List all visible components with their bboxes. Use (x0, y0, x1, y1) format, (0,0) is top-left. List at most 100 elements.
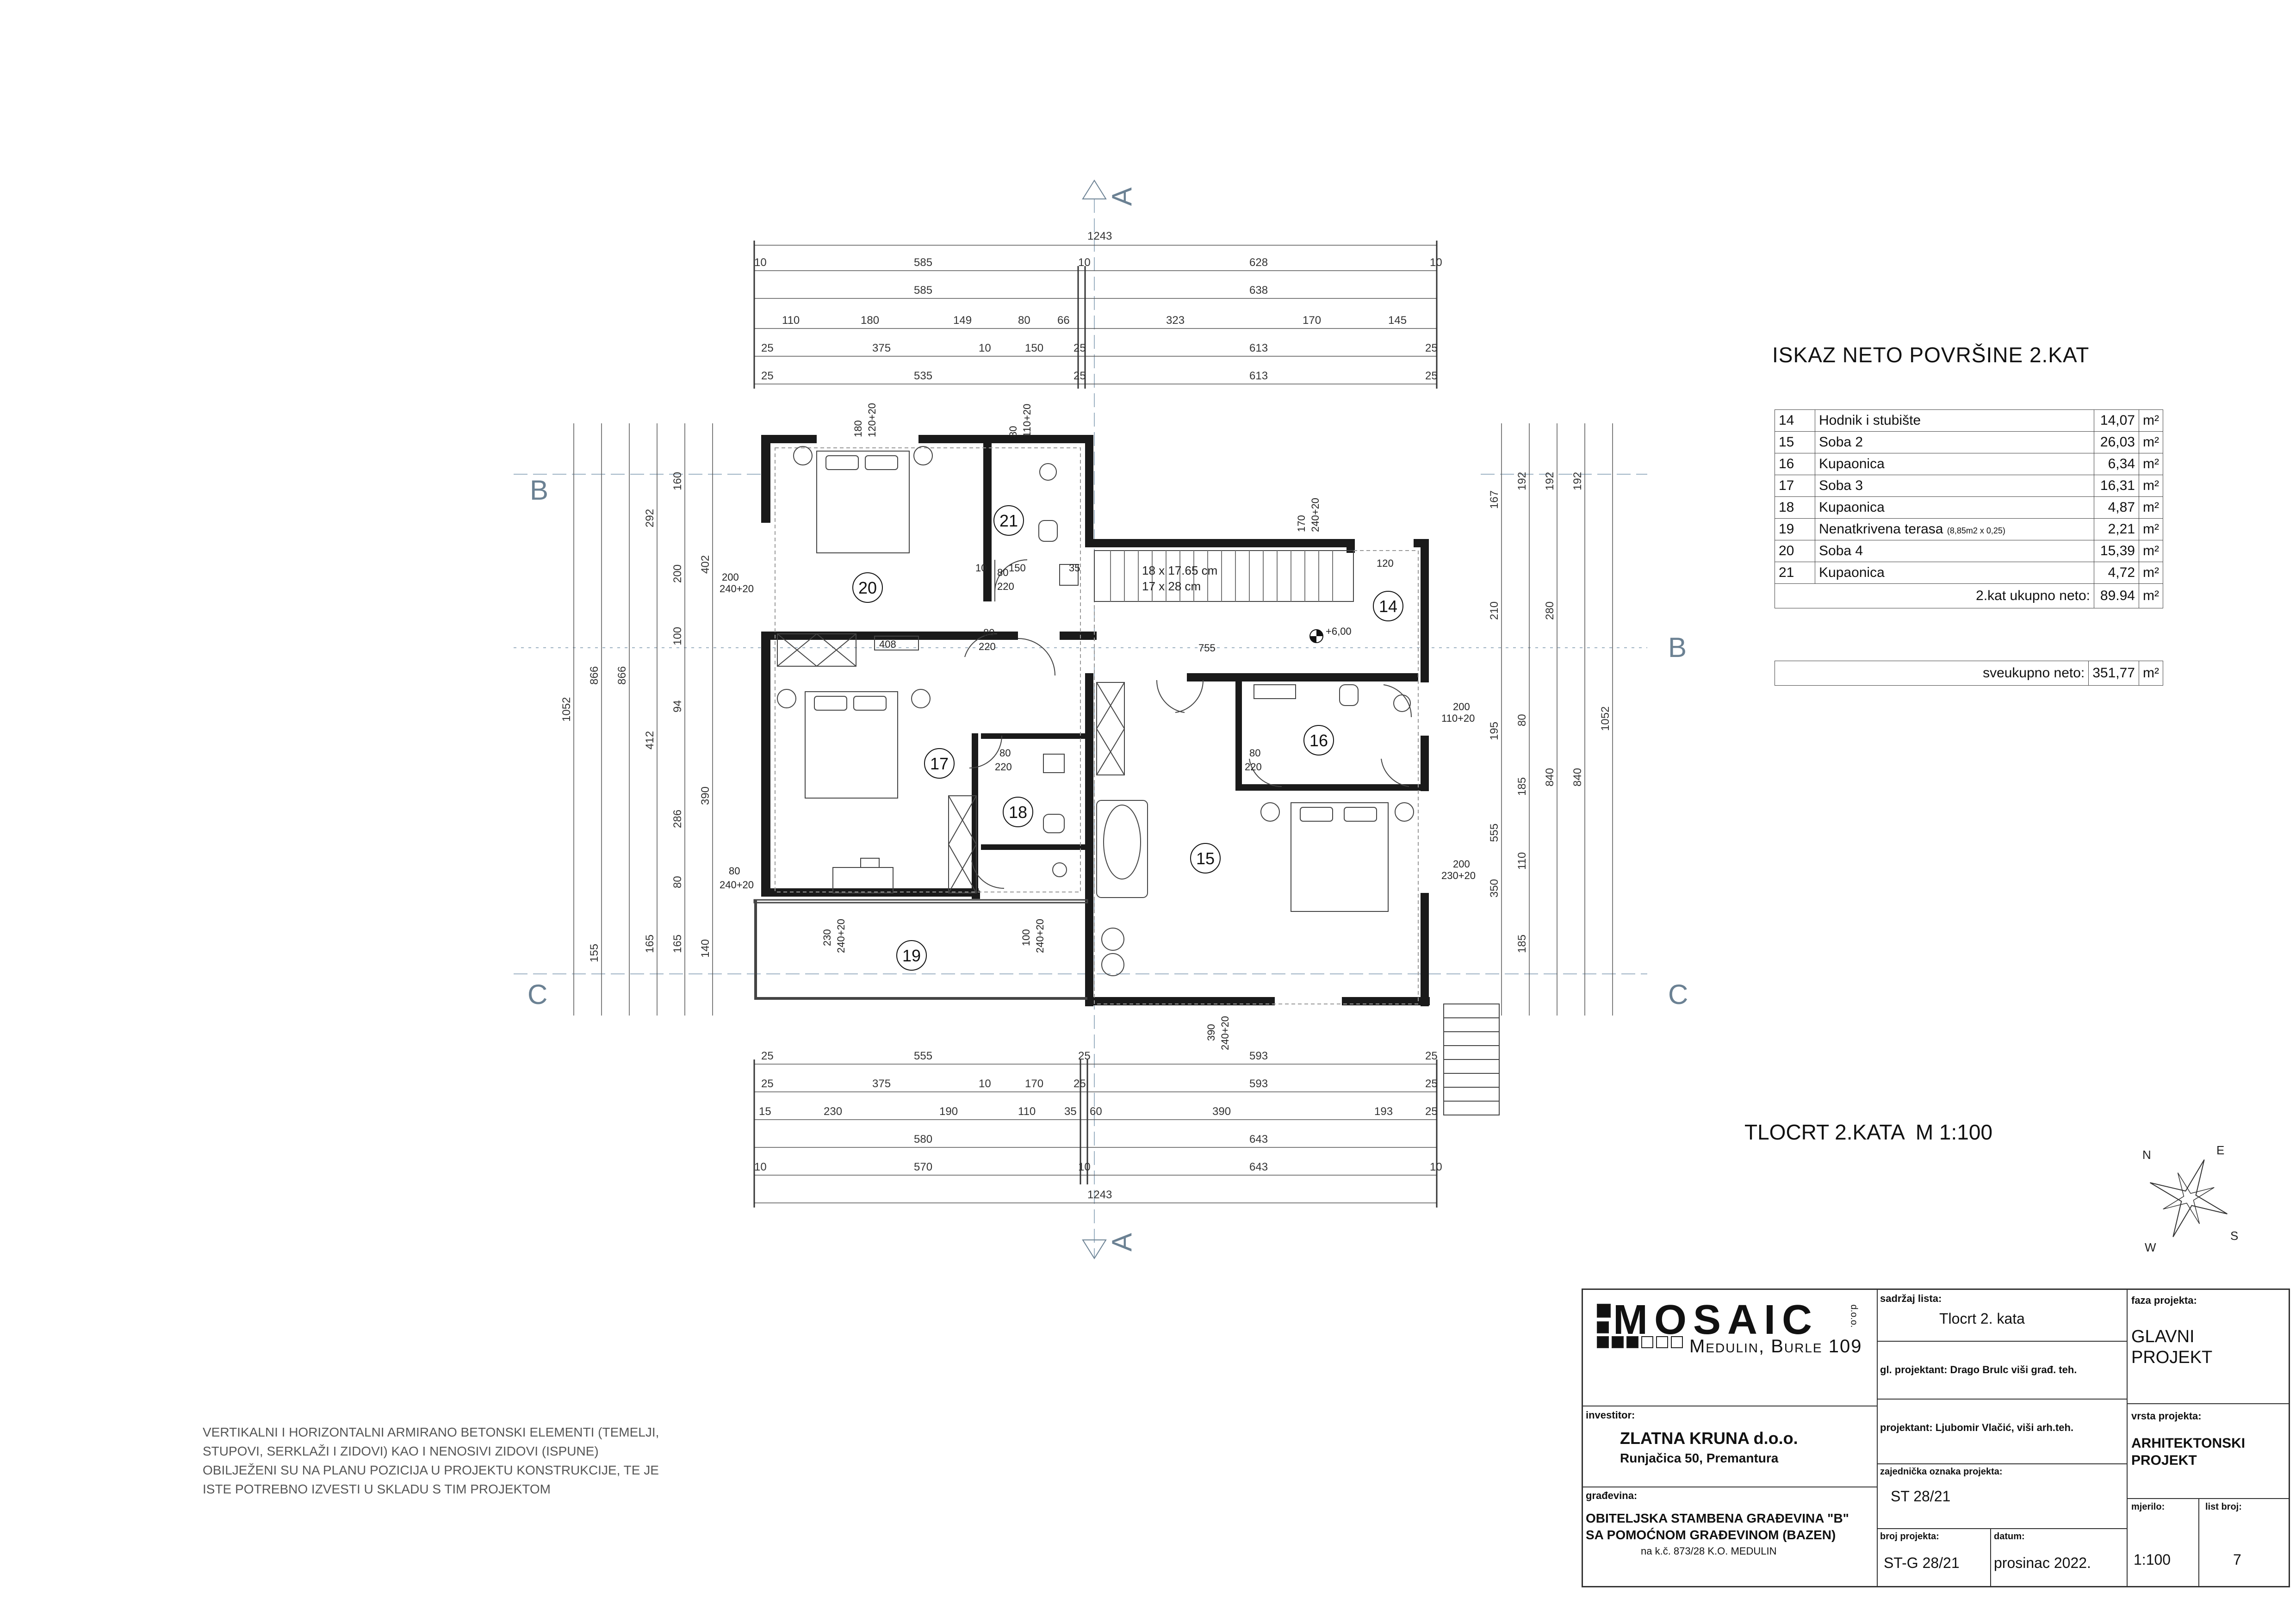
section-marker-a-bottom: A (1082, 1233, 1137, 1259)
unit: m² (2139, 518, 2163, 540)
dim: 840 (1544, 768, 1556, 787)
room-name-cell: Soba 2 (1815, 431, 2094, 453)
unit: m² (2139, 562, 2163, 584)
room-name: Hodnik i stubište (1819, 413, 1921, 428)
room-name-cell: Kupaonica (1815, 496, 2094, 519)
dim: 80 (1516, 714, 1528, 726)
room-name-cell: Soba 3 (1815, 475, 2094, 497)
dim: 375 (872, 342, 891, 354)
dim: 60 (1090, 1105, 1102, 1118)
dim: 580 (914, 1133, 932, 1146)
room-no: 21 (1775, 562, 1815, 584)
dim: 866 (588, 666, 601, 685)
dim: 195 (1488, 722, 1501, 740)
window-110-20: 110+20 (1441, 712, 1475, 724)
broj-label: broj projekta: (1880, 1531, 1939, 1542)
room-area: 16,31 (2094, 475, 2139, 497)
dim: 555 (914, 1050, 932, 1062)
top-dimension-texts: 1243 10 585 10 628 10 585 638 110 180 14… (754, 230, 1442, 382)
room-18: 18 (1003, 797, 1033, 827)
dim: 110 (1516, 852, 1528, 870)
dim: 165 (671, 935, 684, 953)
dim: 180 (861, 314, 879, 327)
dim-200: 200 (1453, 701, 1470, 712)
section-label-b-left: B (530, 475, 548, 506)
left-dimension-texts: 1052 866 866 292 412 165 160 200 100 94 … (560, 472, 712, 962)
section-marker-a-top: A (1082, 180, 1137, 206)
dim-230: 230 (821, 929, 833, 946)
dim: 840 (1571, 768, 1584, 787)
dim: 80 (1018, 314, 1030, 327)
dim: 286 (671, 810, 684, 828)
investitor-label: investitor: (1586, 1409, 1635, 1421)
dim-200: 200 (722, 571, 739, 583)
window-120-20: 120+20 (866, 403, 878, 437)
window-240-20: 240+20 (1309, 498, 1321, 532)
projektant: projektant: Ljubomir Vlačić, viši arh.te… (1880, 1422, 2074, 1433)
room-name: Kupaonica (1819, 565, 1885, 580)
dim: 25 (1078, 1050, 1091, 1062)
datum-label: datum: (1994, 1531, 2025, 1542)
grand-total-label: sveukupno neto: (1774, 661, 2089, 686)
dim: 570 (914, 1161, 932, 1173)
unit: m² (2139, 475, 2163, 497)
dim-35: 35 (1069, 562, 1080, 574)
unit: m² (2139, 409, 2163, 432)
dim: 585 (914, 256, 932, 269)
dim-total-top: 1243 (1087, 230, 1112, 242)
vrsta-value1: ARHITEKTONSKI (2131, 1436, 2246, 1451)
section-label-c-right: C (1668, 979, 1688, 1010)
room-number: 16 (1309, 731, 1328, 750)
logo-text: MOSAIC (1613, 1297, 1818, 1343)
compass-n: N (2142, 1148, 2151, 1162)
dim-390: 390 (1205, 1024, 1217, 1041)
window-80: 80 (1007, 426, 1019, 437)
left-dimension-lines (573, 423, 713, 1016)
dim: 350 (1488, 879, 1501, 898)
interior-lines (775, 446, 1500, 1115)
dim: 25 (761, 1050, 774, 1062)
gradevina-label: građevina: (1586, 1490, 1638, 1501)
room-no: 19 (1775, 518, 1815, 540)
dim: 190 (939, 1105, 958, 1118)
unit: m² (2139, 453, 2163, 475)
section-label-c-left: C (527, 979, 547, 1010)
gradevina-line1: OBITELJSKA STAMBENA GRAĐEVINA "B" (1586, 1511, 1849, 1525)
dim: 390 (699, 787, 712, 805)
dim-10: 10 (975, 562, 987, 574)
dim: 200 (671, 564, 684, 583)
dim-100: 100 (1020, 929, 1032, 946)
dim: 150 (1025, 342, 1043, 354)
room-name: Nenatkrivena terasa (1819, 521, 1943, 537)
dim: 25 (1425, 342, 1438, 354)
stairs-spec-2: 17 x 28 cm (1142, 579, 1201, 593)
dim: 375 (872, 1078, 891, 1090)
dim: 110 (782, 314, 800, 327)
unit: m² (2139, 496, 2163, 519)
room-name: Kupaonica (1819, 500, 1885, 515)
dim: 638 (1249, 284, 1268, 297)
stairs-spec-1: 18 x 17.65 cm (1142, 564, 1217, 577)
room-no: 16 (1775, 453, 1815, 475)
list-label: list broj: (2205, 1502, 2242, 1512)
room-no: 14 (1775, 409, 1815, 432)
dim: 412 (644, 731, 656, 750)
dim: 160 (671, 472, 684, 490)
sadrzaj-label: sadržaj lista: (1880, 1293, 1942, 1304)
room-name: Soba 4 (1819, 543, 1863, 558)
top-dimension-lines (753, 241, 1438, 389)
dim: 280 (1544, 601, 1556, 620)
room-name-cell: Kupaonica (1815, 562, 2094, 584)
gradevina-line2: SA POMOĆNOM GRAĐEVINOM (BAZEN) (1586, 1528, 1836, 1542)
dim-80: 80 (729, 865, 740, 877)
gl-projektant: gl. projektant: Drago Brulc viši građ. t… (1880, 1364, 2077, 1375)
dim: 149 (953, 314, 972, 327)
sadrzaj-value: Tlocrt 2. kata (1939, 1310, 2025, 1327)
dim-408: 408 (879, 638, 896, 650)
mjerilo-value: 1:100 (2134, 1551, 2171, 1568)
broj-value: ST-G 28/21 (1884, 1555, 1960, 1571)
